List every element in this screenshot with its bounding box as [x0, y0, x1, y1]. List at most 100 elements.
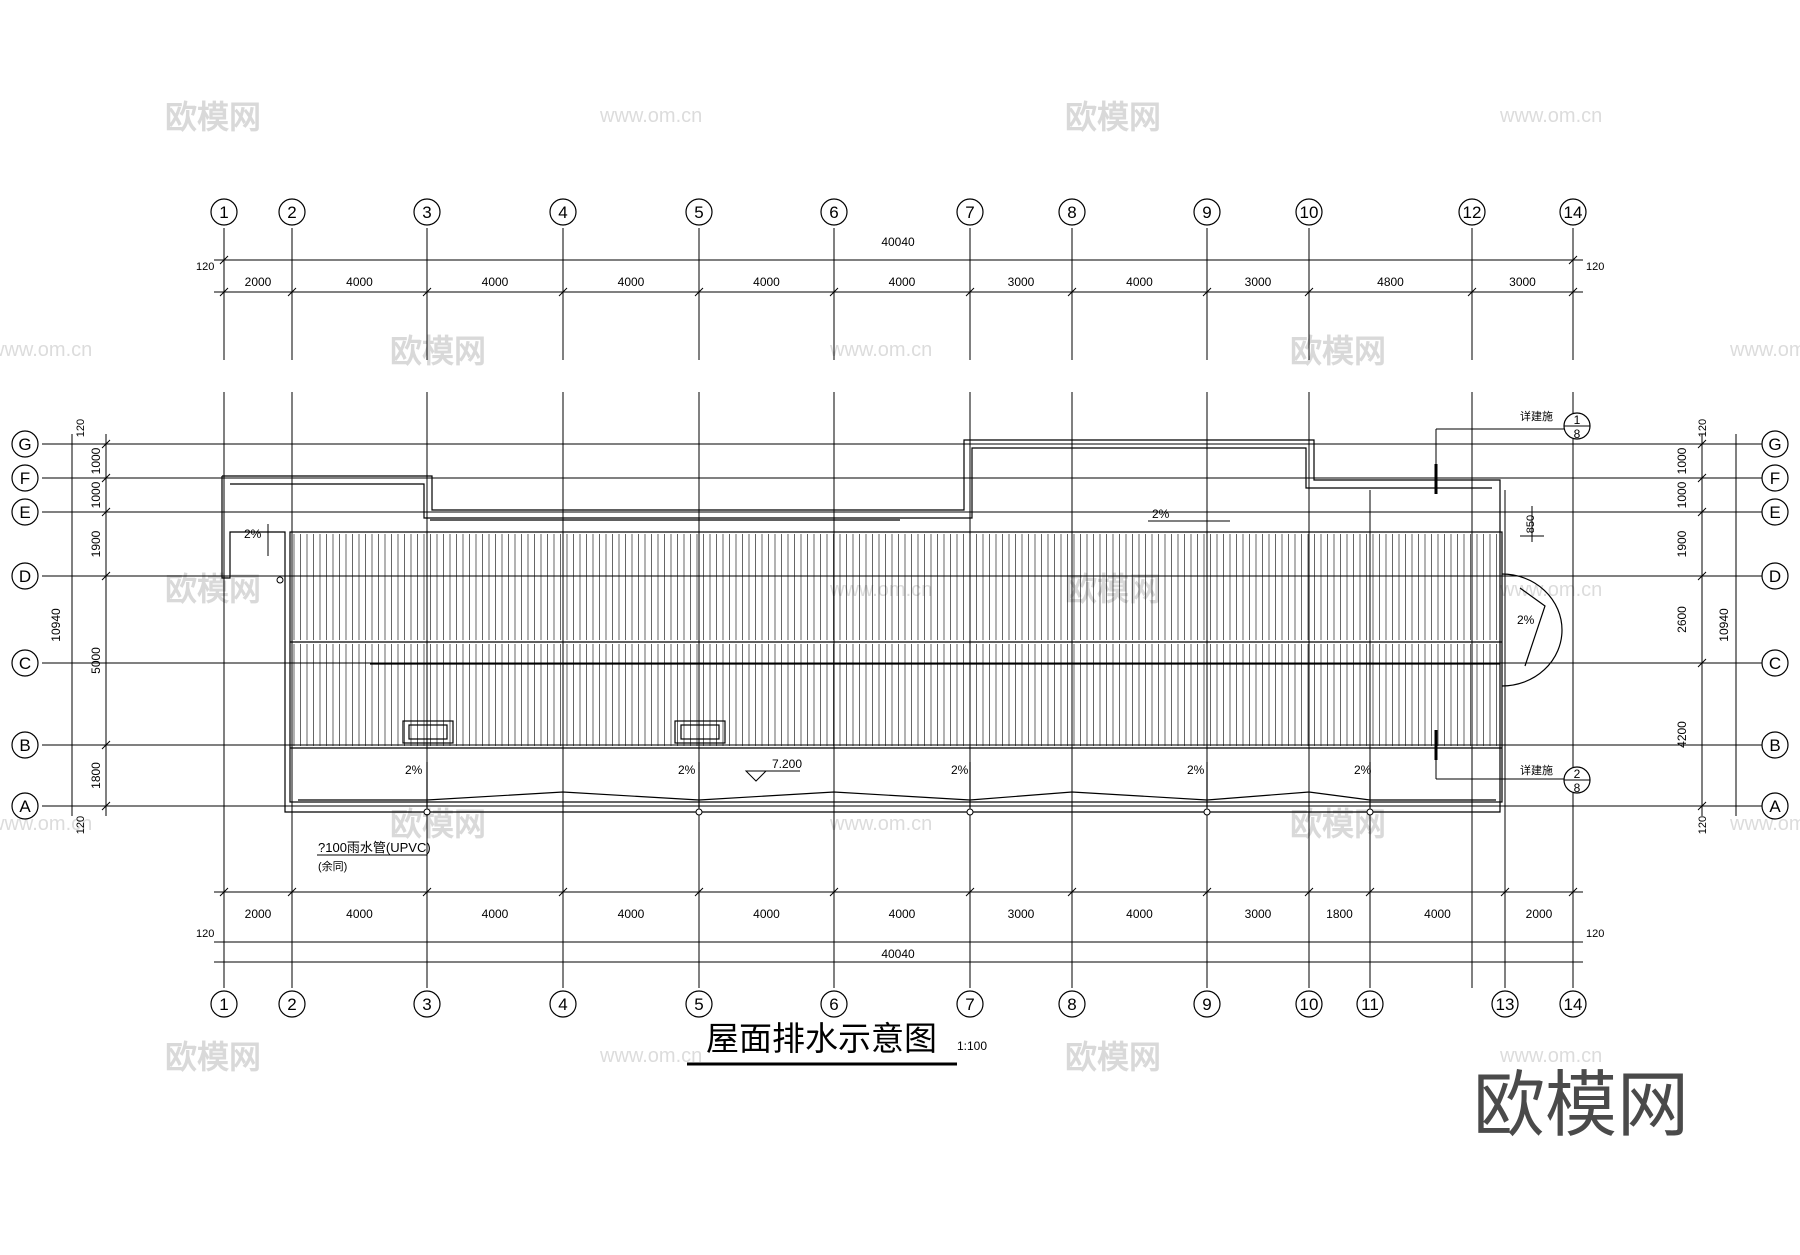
slope-label: 2%	[1152, 507, 1170, 521]
elevation-label: 7.200	[772, 757, 802, 771]
dim-right-segment: 1000	[1675, 481, 1689, 508]
axis-label-left-A-circle	[11, 792, 39, 820]
axis-label-left-G: G	[18, 435, 31, 454]
dimension-text: 40040 2000 4000 4000 4000 4000 4000 3000 4000 300…	[49, 235, 1731, 961]
axis-label-bottom-4-circle	[549, 990, 577, 1018]
dimension-tick	[219, 255, 229, 265]
axis-label-top-1-circle	[210, 198, 238, 226]
roof-drain-outlet	[695, 808, 703, 816]
dimension-tick	[1568, 255, 1578, 265]
roof-tile-area	[289, 531, 1503, 803]
dim-left-segment: 1900	[89, 530, 103, 557]
axis-label-bottom-13: 13	[1496, 995, 1515, 1014]
axis-label-bottom-8-circle	[1058, 990, 1086, 1018]
dimension-tick	[965, 287, 975, 297]
dim-bottom-segment: 3000	[1245, 907, 1272, 921]
axis-label-bottom-10: 10	[1300, 995, 1319, 1014]
axis-label-bottom-5: 5	[694, 995, 703, 1014]
roof-parapet-outline	[221, 439, 1501, 813]
dim-top-segment: 4000	[1126, 275, 1153, 289]
watermark-logo: 欧模网	[390, 333, 486, 369]
dim-bottom-total: 40040	[881, 947, 915, 961]
watermark-logo: 欧模网	[165, 1039, 261, 1075]
watermark-url: www.om.cn	[1729, 339, 1800, 361]
dim-right-segment: 1900	[1675, 530, 1689, 557]
axis-label-bottom-14-circle	[1559, 990, 1587, 1018]
axis-label-top-5-circle	[685, 198, 713, 226]
axis-label-bottom-7-circle	[956, 990, 984, 1018]
skylight-inner	[680, 724, 720, 740]
dim-top-segment: 4000	[618, 275, 645, 289]
axis-label-right-B: B	[1769, 736, 1780, 755]
dimension-tick	[1304, 287, 1314, 297]
axis-label-bottom-3-circle	[413, 990, 441, 1018]
axis-label-bottom-13-circle	[1491, 990, 1519, 1018]
axis-label-right-A-circle	[1761, 792, 1789, 820]
roof-drain-outlet	[966, 808, 974, 816]
dim-bottom-segment: 1800	[1326, 907, 1353, 921]
axis-label-top-7: 7	[965, 203, 974, 222]
watermark-url: www.om.cn	[1729, 813, 1800, 835]
downpipe-note: ?100雨水管(UPVC)	[318, 840, 431, 855]
dim-bottom-segment: 4000	[346, 907, 373, 921]
watermark-logo: 欧模网	[165, 99, 261, 135]
axis-label-bottom-14: 14	[1564, 995, 1583, 1014]
dim-top-segment: 3000	[1509, 275, 1536, 289]
axis-label-top-12-circle	[1458, 198, 1486, 226]
axis-label-top-9-circle	[1193, 198, 1221, 226]
dimension-tick	[1697, 658, 1707, 668]
slope-label: 2%	[1517, 613, 1535, 627]
dim-right-bottom-offset: 120	[1697, 816, 1709, 834]
axis-label-top-4-circle	[549, 198, 577, 226]
dimension-tick	[287, 287, 297, 297]
dim-top-segment: 4000	[753, 275, 780, 289]
horizontal-grid-lines	[42, 443, 1768, 807]
dimension-tick	[1202, 287, 1212, 297]
axis-label-bottom-3: 3	[422, 995, 431, 1014]
roof-drain-outlet	[1366, 808, 1374, 816]
downpipe-note-2: (余同)	[318, 859, 347, 873]
axis-label-top-2: 2	[287, 203, 296, 222]
axis-label-left-D: D	[19, 567, 31, 586]
dimension-tick	[965, 887, 975, 897]
dim-bottom-left-offset: 120	[196, 928, 214, 940]
axis-label-left-F-circle	[11, 464, 39, 492]
dim-right-segment: 4200	[1675, 721, 1689, 748]
axis-label-right-E-circle	[1761, 498, 1789, 526]
dimension-tick	[829, 287, 839, 297]
axis-label-bottom-5-circle	[685, 990, 713, 1018]
dim-bottom-segment: 4000	[753, 907, 780, 921]
dim-bottom-segment: 4000	[889, 907, 916, 921]
axis-label-right-C: C	[1769, 654, 1781, 673]
roof-outline	[221, 439, 1563, 813]
roof-tile-hatching	[293, 534, 1497, 746]
skylight-inner	[408, 724, 448, 740]
axis-label-left-D-circle	[11, 562, 39, 590]
axis-label-right-F: F	[1770, 469, 1780, 488]
dim-left-bottom-offset: 120	[75, 816, 87, 834]
watermark-url: www.om.cn	[599, 1045, 702, 1067]
annotations: 2%2%2%2%2%2%2%2%7.200?100雨水管(UPVC)(余同)18…	[244, 409, 1591, 873]
dim-top-total: 40040	[881, 235, 915, 249]
watermark-url: www.om.cn	[829, 813, 932, 835]
dimension-tick	[694, 887, 704, 897]
dim-top-right-offset: 120	[1586, 261, 1604, 273]
axis-label-top-4: 4	[558, 203, 567, 222]
axis-label-bottom-1-circle	[210, 990, 238, 1018]
dimension-tick	[101, 740, 111, 750]
dimension-tick	[1067, 887, 1077, 897]
bay-drain-line	[1519, 587, 1546, 667]
dimension-tick	[219, 887, 229, 897]
dimension-tick	[1568, 287, 1578, 297]
dimension-tick	[1067, 287, 1077, 297]
dim-bottom-segment: 3000	[1008, 907, 1035, 921]
watermark-url: www.om.cn	[1499, 105, 1602, 127]
dimension-tick	[1697, 507, 1707, 517]
elevation-marker	[744, 770, 800, 782]
downpipe-leader	[317, 814, 428, 856]
dim-top-segment: 2000	[245, 275, 272, 289]
watermark-url: www.om.cn	[829, 579, 932, 601]
watermark-logo: 欧模网	[1290, 333, 1386, 369]
axis-label-right-D-circle	[1761, 562, 1789, 590]
